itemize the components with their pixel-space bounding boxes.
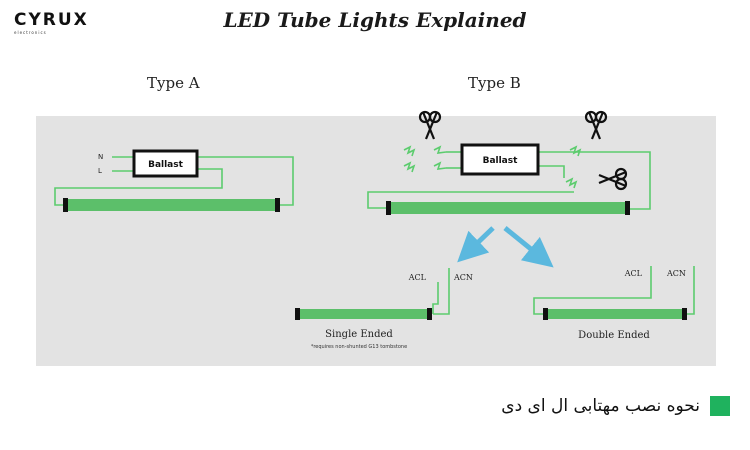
type-a-diagram <box>54 156 294 206</box>
single-ended-label: Single Ended <box>325 329 393 340</box>
type-a-label: Type A <box>147 74 200 92</box>
type-b-break-2 <box>403 161 416 173</box>
type-a-ballast-label: Ballast <box>148 160 184 170</box>
logo-subtitle: electronics <box>14 30 47 35</box>
single-wire-acl <box>432 282 439 314</box>
type-a-tube <box>63 198 280 212</box>
type-a-l-label: L <box>98 167 102 175</box>
type-b-ballast-box <box>460 143 540 176</box>
type-a-n-label: N <box>98 153 103 161</box>
type-b-wire-right-bottom <box>538 165 565 178</box>
type-b-label: Type B <box>468 74 521 92</box>
logo-name: CYRUX <box>14 10 89 30</box>
double-ended-diagram <box>533 266 695 315</box>
type-b-break-3 <box>433 145 447 154</box>
scissors-icon <box>598 167 628 191</box>
type-b-wire-bottom <box>367 191 574 209</box>
type-a-wire-right-outer <box>197 156 294 206</box>
type-a-ballast-box <box>132 149 199 178</box>
type-b-break-6 <box>565 177 578 189</box>
caption-text: نحوه نصب مهتابی ال ای دی <box>501 396 700 416</box>
type-b-ballast-label: Ballast <box>483 156 519 166</box>
type-b-break-5 <box>569 145 582 157</box>
single-ended-note: *requires non-shunted G13 tombstone <box>311 344 407 350</box>
single-ended-diagram <box>432 268 450 315</box>
type-b-diagram <box>367 145 651 210</box>
double-wire-acn <box>685 266 695 315</box>
double-acl-label: ACL <box>624 269 643 278</box>
scissors-icon <box>584 110 608 140</box>
caption-row: نحوه نصب مهتابی ال ای دی <box>501 396 730 416</box>
page-title: LED Tube Lights Explained <box>223 8 527 32</box>
double-ended-tube <box>543 308 687 320</box>
brand-logo: CYRUX electronics <box>14 10 89 36</box>
double-wire-acl <box>533 266 652 315</box>
single-acl-label: ACL <box>408 273 427 282</box>
type-a-wire-right-inner <box>54 168 223 206</box>
double-ended-label: Double Ended <box>578 330 650 341</box>
single-ended-tube <box>295 308 432 320</box>
type-b-break-4 <box>433 161 447 170</box>
double-acn-label: ACN <box>666 269 686 278</box>
type-b-break-1 <box>403 145 416 157</box>
type-b-tube <box>386 201 630 215</box>
type-b-wire-right-top <box>538 151 651 210</box>
arrow-icon <box>457 226 554 268</box>
single-acn-label: ACN <box>453 273 473 282</box>
bullet-square-icon <box>710 396 730 416</box>
single-wire-acn <box>433 268 450 315</box>
scissors-icon <box>418 110 442 140</box>
